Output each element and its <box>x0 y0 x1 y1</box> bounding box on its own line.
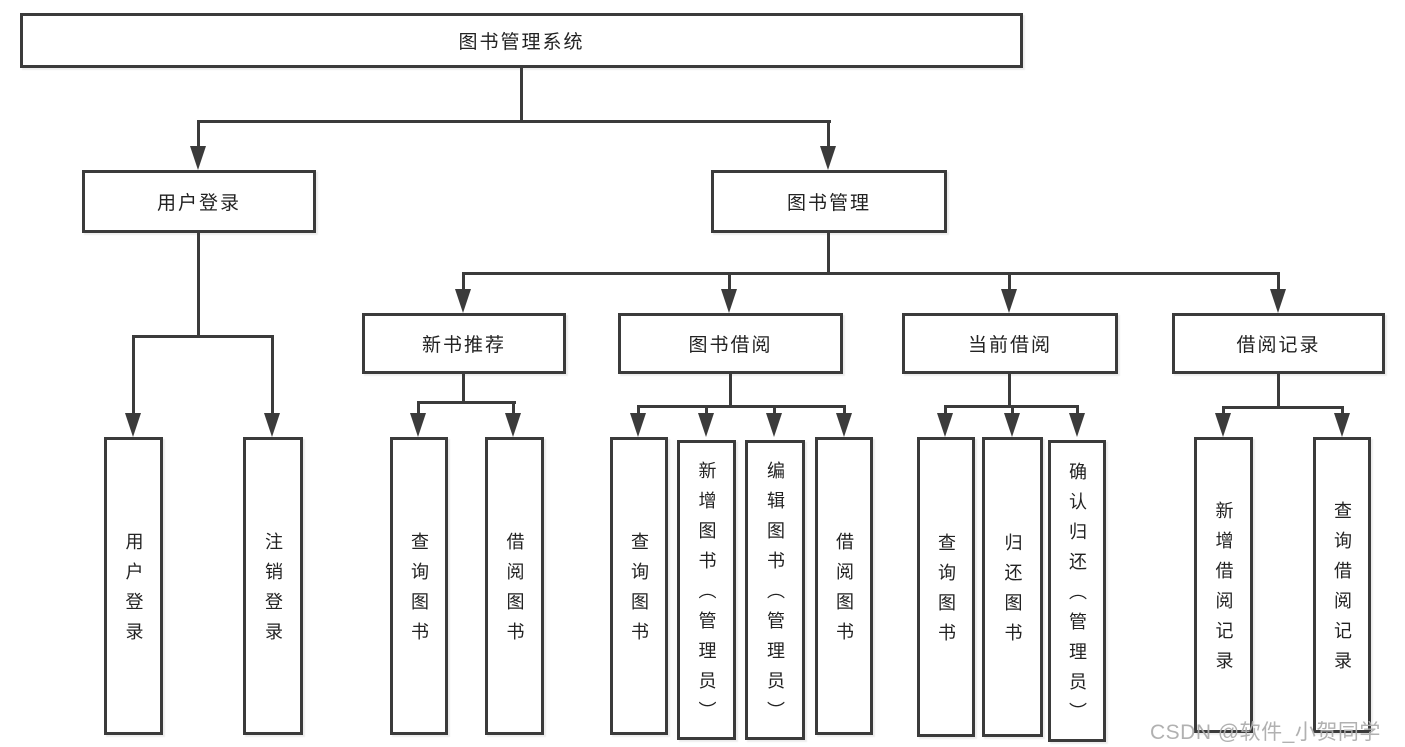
node-book-management-label: 图书管理 <box>786 193 871 214</box>
node-book-borrow: 图书借阅 <box>618 313 843 374</box>
connector-line <box>132 335 135 413</box>
arrow-down-icon <box>630 413 646 437</box>
node-borrow-records: 借阅记录 <box>1172 313 1385 374</box>
arrow-down-icon <box>937 413 953 437</box>
connector-line <box>462 272 465 289</box>
leaf-borrow-book: 借阅图书 <box>815 437 873 735</box>
connector-line <box>132 335 274 338</box>
connector-line <box>462 374 465 404</box>
leaf-add-borrow-record-label: 新增借阅记录 <box>1213 501 1234 681</box>
arrow-down-icon <box>698 413 714 437</box>
arrow-down-icon <box>505 413 521 437</box>
leaf-borrow-book-label: 借阅图书 <box>834 532 854 652</box>
connector-line <box>1277 374 1280 409</box>
arrow-down-icon <box>1004 413 1020 437</box>
node-book-management: 图书管理 <box>711 170 947 233</box>
leaf-confirm-return-admin: 确认归还（管理员） <box>1048 440 1106 742</box>
connector-line <box>705 405 708 413</box>
arrow-down-icon <box>125 413 141 437</box>
arrow-down-icon <box>820 146 836 170</box>
connector-line <box>827 233 830 275</box>
leaf-query-book-current: 查询图书 <box>917 437 975 737</box>
connector-line <box>1008 272 1011 289</box>
connector-line <box>417 401 516 404</box>
leaf-return-book-label: 归还图书 <box>1002 533 1023 653</box>
connector-line <box>827 120 830 146</box>
arrow-down-icon <box>190 146 206 170</box>
node-new-book-recommend: 新书推荐 <box>362 313 566 374</box>
node-borrow-records-label: 借阅记录 <box>1236 335 1321 356</box>
leaf-borrow-book-recommend: 借阅图书 <box>485 437 544 735</box>
node-current-borrow-label: 当前借阅 <box>967 335 1052 356</box>
connector-line <box>729 374 732 408</box>
connector-line <box>1222 406 1344 409</box>
connector-line <box>462 272 1280 275</box>
leaf-logout-login: 注销登录 <box>243 437 303 735</box>
arrow-down-icon <box>721 289 737 313</box>
connector-line <box>197 120 200 146</box>
connector-line <box>637 405 640 413</box>
connector-line <box>728 272 731 289</box>
leaf-add-borrow-record: 新增借阅记录 <box>1194 437 1253 733</box>
leaf-query-borrow-record: 查询借阅记录 <box>1313 437 1371 733</box>
node-book-borrow-label: 图书借阅 <box>688 335 773 356</box>
leaf-query-book-recommend: 查询图书 <box>390 437 448 735</box>
leaf-confirm-return-admin-label: 确认归还（管理员） <box>1067 462 1087 732</box>
node-current-borrow: 当前借阅 <box>902 313 1118 374</box>
connector-line <box>1222 406 1225 413</box>
connector-line <box>520 68 523 123</box>
node-root: 图书管理系统 <box>20 13 1023 68</box>
connector-line <box>773 405 776 413</box>
connector-line <box>1277 272 1280 289</box>
leaf-add-book-admin: 新增图书（管理员） <box>677 440 736 740</box>
leaf-query-book-borrow-label: 查询图书 <box>629 532 649 652</box>
connector-line <box>843 405 846 413</box>
leaf-user-login-label: 用户登录 <box>123 532 144 652</box>
leaf-return-book: 归还图书 <box>982 437 1043 737</box>
leaf-query-borrow-record-label: 查询借阅记录 <box>1332 501 1352 681</box>
watermark: CSDN @软件_小贺同学 <box>1150 721 1381 744</box>
arrow-down-icon <box>1215 413 1231 437</box>
node-root-label: 图书管理系统 <box>458 32 585 53</box>
leaf-logout-login-label: 注销登录 <box>263 532 283 652</box>
arrow-down-icon <box>410 413 426 437</box>
arrow-down-icon <box>836 413 852 437</box>
node-new-book-recommend-label: 新书推荐 <box>421 335 506 356</box>
connector-line <box>637 405 846 408</box>
leaf-query-book-recommend-label: 查询图书 <box>409 532 429 652</box>
leaf-query-book-current-label: 查询图书 <box>936 533 956 653</box>
connector-line <box>197 233 200 338</box>
leaf-edit-book-admin-label: 编辑图书（管理员） <box>765 461 785 731</box>
connector-line <box>417 401 420 413</box>
connector-line <box>271 335 274 413</box>
connector-line <box>1341 406 1344 413</box>
leaf-borrow-book-recommend-label: 借阅图书 <box>504 532 525 652</box>
connector-line <box>944 405 947 413</box>
arrow-down-icon <box>1270 289 1286 313</box>
node-user-login-label: 用户登录 <box>156 193 241 214</box>
connector-line <box>1011 405 1014 413</box>
leaf-edit-book-admin: 编辑图书（管理员） <box>745 440 805 740</box>
arrow-down-icon <box>264 413 280 437</box>
connector-line <box>197 120 831 123</box>
connector-line <box>1076 405 1079 413</box>
leaf-user-login: 用户登录 <box>104 437 163 735</box>
arrow-down-icon <box>1334 413 1350 437</box>
leaf-add-book-admin-label: 新增图书（管理员） <box>696 461 717 731</box>
arrow-down-icon <box>455 289 471 313</box>
connector-line <box>512 401 515 413</box>
leaf-query-book-borrow: 查询图书 <box>610 437 668 735</box>
node-user-login: 用户登录 <box>82 170 316 233</box>
arrow-down-icon <box>766 413 782 437</box>
connector-line <box>1008 374 1011 408</box>
arrow-down-icon <box>1001 289 1017 313</box>
arrow-down-icon <box>1069 413 1085 437</box>
